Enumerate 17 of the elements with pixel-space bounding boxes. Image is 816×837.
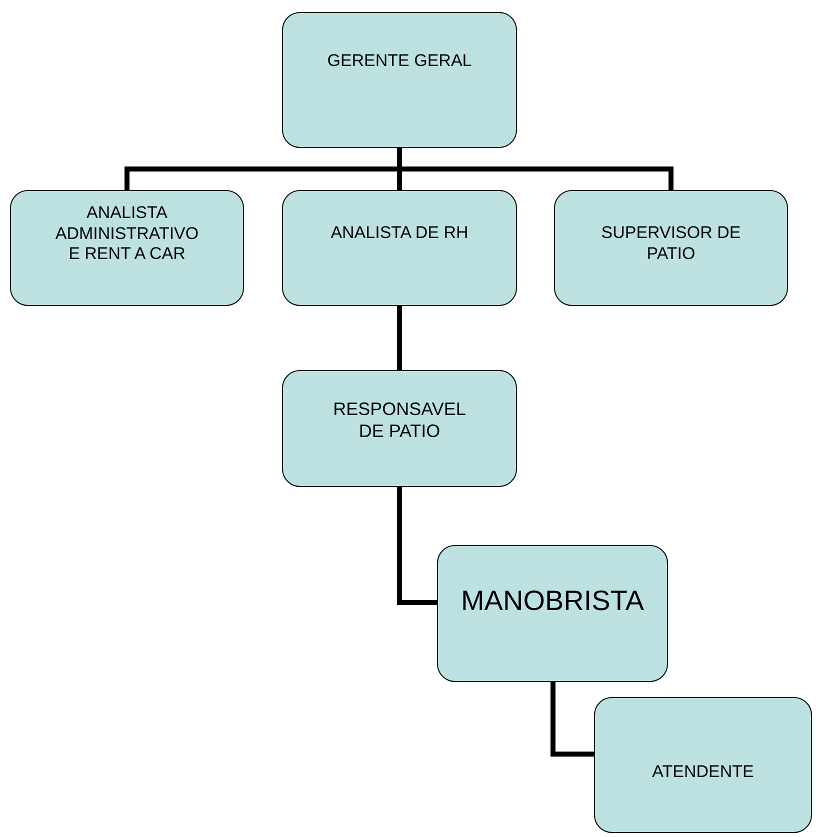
org-box [10, 190, 244, 306]
position-title: RESPONSAVEL DE PATIO [333, 399, 466, 443]
connector-line [397, 487, 437, 606]
position-title: ANALISTA DE RH [330, 223, 468, 244]
position-title: ANALISTA ADMINISTRATIVO E RENT A CAR [54, 203, 200, 266]
position-title: MANOBRISTA [460, 584, 644, 618]
org-box [437, 545, 668, 682]
org-box [282, 190, 517, 306]
org-box [282, 12, 517, 148]
position-title: GERENTE GERAL [327, 51, 472, 72]
org-box [554, 190, 788, 306]
position-title: SUPERVISOR DE PATIO [600, 223, 742, 264]
org-box [594, 697, 812, 833]
connector-line [397, 306, 402, 370]
connector-line [550, 682, 594, 757]
org-box [282, 370, 517, 487]
position-title: ATENDENTE [652, 762, 754, 783]
